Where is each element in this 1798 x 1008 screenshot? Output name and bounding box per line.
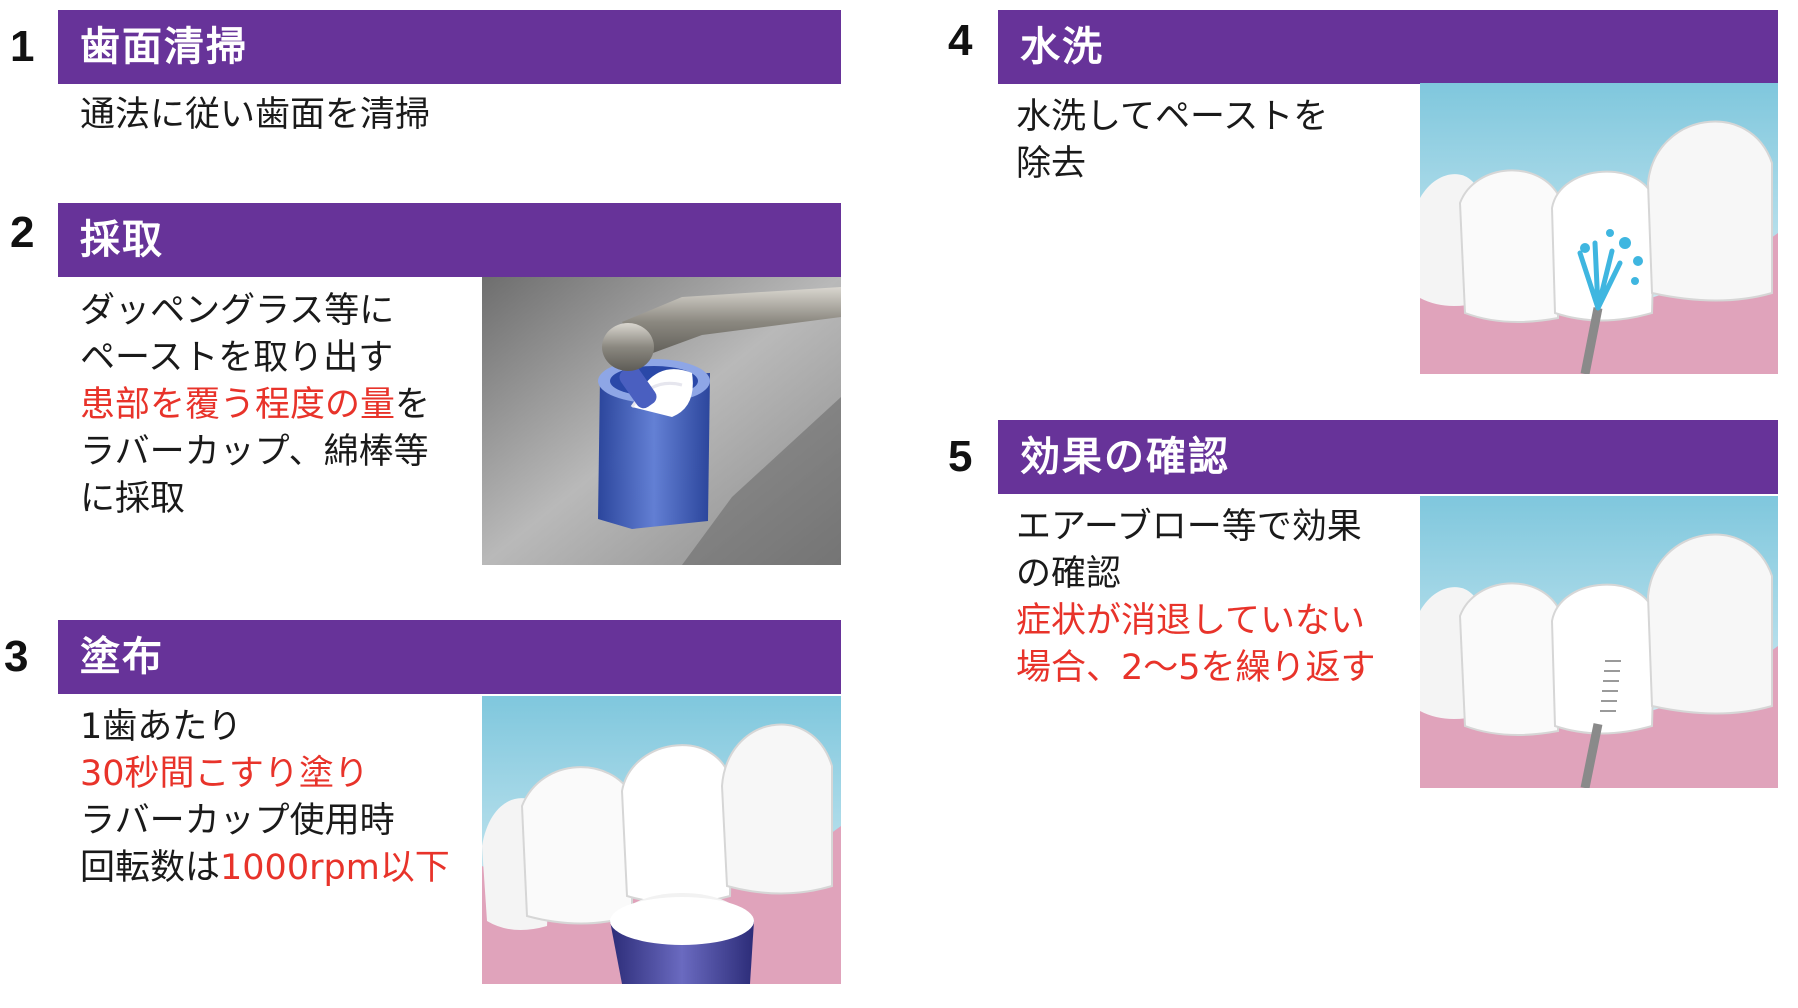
description-line: エアーブロー等で効果	[1016, 504, 1376, 551]
description-line: ラバーカップ使用時	[80, 798, 450, 845]
description-line: 通法に従い歯面を清掃	[80, 92, 430, 139]
water-rinse-tooth-illustration	[1420, 83, 1778, 374]
air-blow-tooth-illustration	[1420, 496, 1778, 788]
step-description: 水洗してペーストを除去	[1016, 94, 1328, 188]
description-line: 水洗してペーストを	[1016, 94, 1328, 141]
step-number: 5	[948, 432, 973, 481]
description-line: 1歯あたり	[80, 704, 450, 751]
description-line: 症状が消退していない	[1016, 598, 1376, 645]
description-line: 30秒間こすり塗り	[80, 751, 450, 798]
description-line: ペーストを取り出す	[80, 335, 430, 382]
description-text: ダッペングラス等に	[80, 291, 395, 331]
description-text: に採取	[80, 479, 186, 519]
description-text: の確認	[1016, 554, 1122, 594]
description-text: 水洗してペーストを	[1016, 97, 1329, 137]
step-title-bar: 塗布	[58, 620, 841, 694]
highlight-text: 患部を覆う程度の量	[80, 385, 396, 425]
step-number: 3	[4, 632, 29, 681]
step-title-bar: 効果の確認	[998, 420, 1778, 494]
highlight-text: 症状が消退していない	[1016, 601, 1365, 641]
step-number: 2	[10, 208, 35, 257]
description-line: 除去	[1016, 141, 1328, 188]
step-title-bar: 採取	[58, 203, 841, 277]
description-line: 回転数は1000rpm以下	[80, 845, 450, 892]
description-text: を	[395, 385, 431, 425]
description-line: に採取	[80, 476, 430, 523]
description-text: ペーストを取り出す	[80, 338, 394, 378]
step-description: エアーブロー等で効果の確認症状が消退していない場合、2～5を繰り返す	[1016, 504, 1376, 692]
highlight-text: 30秒間こすり塗り	[80, 754, 369, 794]
step-title-bar: 水洗	[998, 10, 1778, 84]
description-line: 場合、2～5を繰り返す	[1016, 645, 1376, 692]
rubber-cup-on-tooth-illustration	[482, 696, 841, 984]
description-text: 除去	[1016, 144, 1087, 184]
description-line: ダッペングラス等に	[80, 288, 430, 335]
description-text: 1歯あたり	[80, 707, 243, 747]
description-text: 回転数は	[80, 848, 221, 888]
description-line: の確認	[1016, 551, 1376, 598]
description-text: 通法に従い歯面を清掃	[80, 95, 431, 135]
description-line: ラバーカップ、綿棒等	[80, 429, 430, 476]
highlight-text: 場合、2～5を繰り返す	[1016, 648, 1376, 688]
dappen-glass-illustration	[482, 277, 841, 565]
step-title-bar: 歯面清掃	[58, 10, 841, 84]
step-number: 4	[948, 16, 973, 65]
step-number: 1	[10, 22, 35, 71]
step-description: ダッペングラス等にペーストを取り出す患部を覆う程度の量をラバーカップ、綿棒等に採…	[80, 288, 430, 523]
highlight-text: 1000rpm以下	[220, 848, 450, 888]
step-description: 通法に従い歯面を清掃	[80, 92, 430, 139]
description-text: ラバーカップ、綿棒等	[80, 432, 429, 472]
step-description: 1歯あたり 30秒間こすり塗りラバーカップ使用時回転数は1000rpm以下	[80, 704, 450, 892]
description-text: ラバーカップ使用時	[80, 801, 395, 841]
description-line: 患部を覆う程度の量を	[80, 382, 430, 429]
description-text: エアーブロー等で効果	[1016, 507, 1362, 547]
